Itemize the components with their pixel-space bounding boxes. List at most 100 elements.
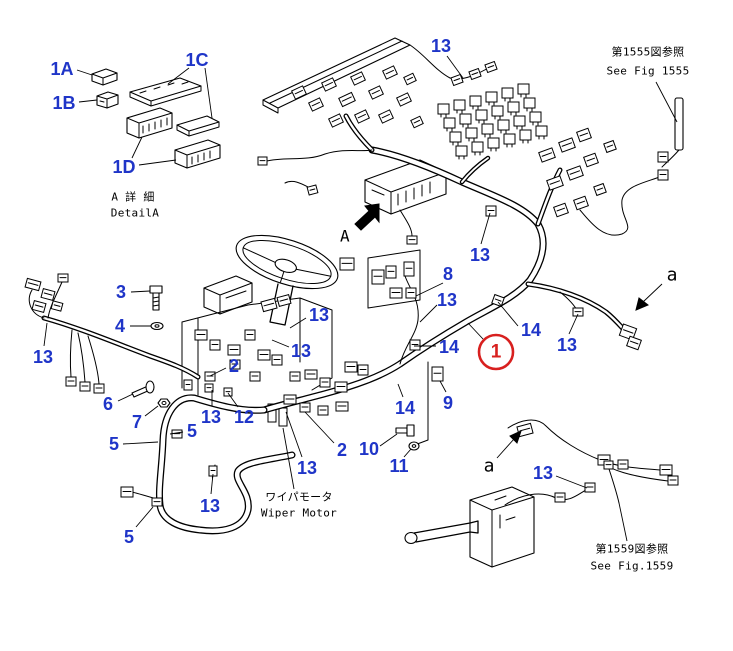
- leader-line: [403, 448, 412, 458]
- connector-latch: [357, 113, 366, 119]
- connector: [257, 349, 271, 361]
- leader-line: [131, 136, 143, 159]
- leader-line: [419, 304, 438, 323]
- connector: [299, 402, 311, 413]
- relay-body: [503, 133, 516, 145]
- leader-line-fig-1559: [618, 502, 628, 542]
- washer-4-hole: [154, 324, 160, 328]
- relay-body: [529, 111, 542, 123]
- hanging-wire: [69, 329, 73, 378]
- part-1b-edges: [96, 94, 119, 109]
- connector-latch: [263, 302, 275, 307]
- connector: [450, 73, 464, 87]
- connector: [339, 257, 355, 271]
- callout-1c: 1C: [185, 50, 208, 70]
- leader-line: [138, 159, 177, 166]
- callout-13: 13: [557, 335, 577, 355]
- controller-box-fins: [364, 171, 447, 215]
- leader-line: [439, 380, 447, 393]
- detail-a-title-en: DetailA: [111, 207, 160, 220]
- relay-body: [455, 145, 468, 157]
- callout-5: 5: [124, 527, 134, 547]
- relay-body: [519, 129, 532, 141]
- nut-11: [408, 441, 420, 451]
- connector-latch: [279, 298, 289, 302]
- bolt-3-head: [149, 285, 163, 294]
- annotations: A 詳 細 DetailA A 第1555図参照 See Fig 1555 a …: [111, 45, 689, 573]
- hanging-wire: [87, 335, 100, 385]
- fig-1559-ref-jp: 第1559図参照: [596, 542, 669, 556]
- connector: [319, 377, 331, 388]
- relay-body: [459, 113, 472, 125]
- fig-1555-wire: [579, 175, 663, 236]
- instrument-housing-edges: [203, 282, 253, 315]
- connector: [603, 139, 617, 154]
- callout-3: 3: [116, 282, 126, 302]
- callout-2: 2: [337, 440, 347, 460]
- connector: [244, 329, 256, 341]
- relay: [485, 91, 498, 106]
- leader-line: [122, 441, 159, 445]
- connector: [553, 202, 569, 218]
- connector: [593, 182, 607, 197]
- relay-body: [465, 127, 478, 139]
- connector-latch: [494, 298, 502, 302]
- leader-line: [144, 405, 159, 417]
- connector: [40, 287, 56, 302]
- nut-11-body: [408, 441, 420, 451]
- fig-1555-ref-en: See Fig 1555: [606, 65, 689, 78]
- relay: [471, 141, 484, 156]
- connector-latch: [341, 96, 352, 102]
- relay-body: [469, 95, 482, 107]
- connector: [283, 394, 297, 405]
- connector: [334, 381, 348, 393]
- view-a-marker: A: [340, 227, 350, 246]
- connector-plate: [367, 249, 421, 309]
- relay: [459, 113, 472, 128]
- relay: [453, 99, 466, 114]
- connector-latch: [629, 340, 639, 345]
- connector-latch: [324, 81, 333, 87]
- connector: [657, 169, 669, 181]
- connector: [381, 65, 399, 80]
- callout-12: 12: [234, 407, 254, 427]
- wiper-connector-a: [267, 403, 277, 423]
- leader-line: [568, 313, 579, 335]
- connector: [626, 335, 642, 351]
- roof-feed-wire: [261, 149, 373, 163]
- connector: [403, 72, 417, 86]
- ref-arrow-top-shaft: [642, 283, 663, 303]
- connector-latch: [331, 117, 340, 123]
- connector-body: [339, 257, 355, 271]
- relay: [475, 109, 488, 124]
- callout-13: 13: [297, 458, 317, 478]
- callout-13: 13: [470, 245, 490, 265]
- connector: [566, 165, 584, 181]
- part-1c-lower-detail: [176, 121, 220, 137]
- part-1a-relay: [91, 68, 118, 86]
- steering-wheel-spokes: [242, 247, 332, 283]
- connector: [344, 361, 358, 373]
- part-1d-block-b: [174, 139, 221, 169]
- connector-ref-top: a: [667, 265, 678, 286]
- relay-body: [437, 103, 450, 115]
- ref-arrow-top-head-icon: [635, 297, 649, 311]
- leader-line: [304, 411, 335, 444]
- connector-latch: [541, 152, 553, 157]
- connector-latch: [294, 89, 303, 95]
- connector: [50, 300, 64, 312]
- leader-line: [130, 290, 151, 293]
- part-1b-connector: [96, 91, 119, 109]
- connector: [57, 273, 69, 283]
- connector: [307, 97, 325, 112]
- relay: [469, 95, 482, 110]
- connector-latch: [309, 188, 316, 191]
- relay-body: [523, 97, 536, 109]
- connector-latch: [27, 282, 39, 286]
- relay: [519, 129, 532, 144]
- part-1d-fuse-box: [126, 107, 221, 169]
- relay-body: [513, 115, 526, 127]
- connector-ref-arrow-bottom: [496, 430, 522, 459]
- connector: [204, 371, 216, 382]
- connector: [306, 184, 319, 196]
